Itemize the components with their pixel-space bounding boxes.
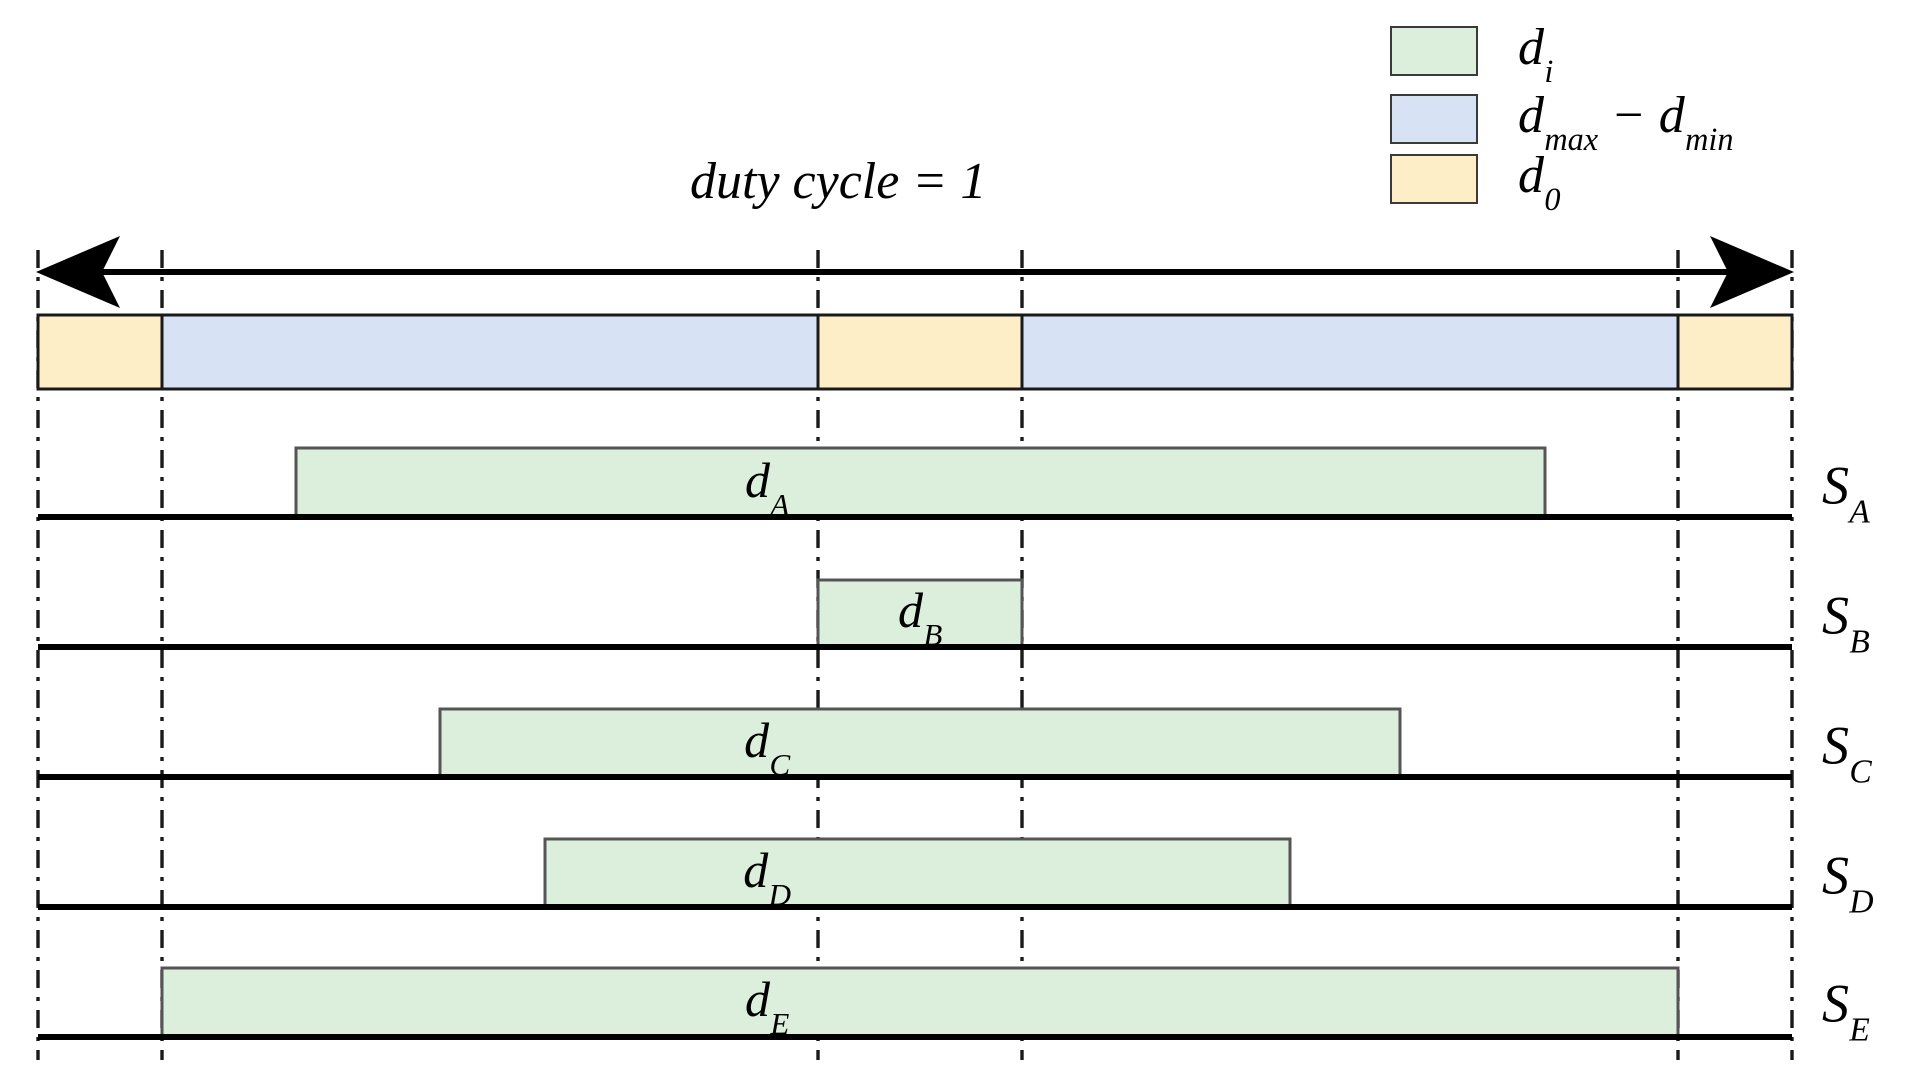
pulse-db (816, 578, 1024, 648)
legend-label-dmax-dmin: dmax − dmin (1518, 87, 1734, 158)
legend-label-d0: d0 (1518, 147, 1561, 218)
legend-swatch-di (1390, 26, 1478, 77)
duty-composition-bar (36, 313, 1794, 391)
legend-swatch-d0 (1390, 154, 1478, 205)
segment-d0-middle (816, 313, 1024, 391)
signal-row-sa (38, 446, 1792, 520)
signal-label-sb: SB (1822, 585, 1870, 661)
segment-d0-left (36, 313, 164, 391)
segment-d0-right (1676, 313, 1794, 391)
pulse-label-db: dB (898, 582, 943, 652)
segment-delta-2 (1020, 313, 1680, 391)
pulse-dc (438, 707, 1402, 779)
signal-row-sc (38, 707, 1792, 780)
legend-item-d0: d0 (1390, 147, 1561, 218)
legend-swatch-dmax-dmin (1390, 94, 1478, 145)
signal-label-se: SE (1822, 973, 1870, 1049)
signal-label-sa: SA (1822, 455, 1870, 531)
legend-item-di: di (1390, 19, 1554, 90)
pulse-dd (543, 837, 1292, 909)
legend-item-dmax-dmin: dmax − dmin (1390, 87, 1734, 158)
duty-cycle-annotation: duty cycle = 1 (690, 153, 987, 210)
signal-label-sc: SC (1822, 715, 1872, 791)
signal-row-sb (38, 578, 1792, 650)
signal-label-sd: SD (1822, 845, 1874, 921)
signal-row-sd (38, 837, 1792, 910)
pulse-label-dc: dC (744, 712, 791, 782)
pulse-label-dd: dD (743, 842, 791, 912)
pulse-label-da: dA (745, 452, 790, 522)
legend-label-di: di (1518, 19, 1554, 90)
segment-delta-1 (160, 313, 820, 391)
pulse-de (160, 966, 1680, 1038)
pulse-label-de: dE (745, 971, 790, 1041)
pulse-da (294, 446, 1547, 518)
signal-row-se (38, 966, 1792, 1040)
